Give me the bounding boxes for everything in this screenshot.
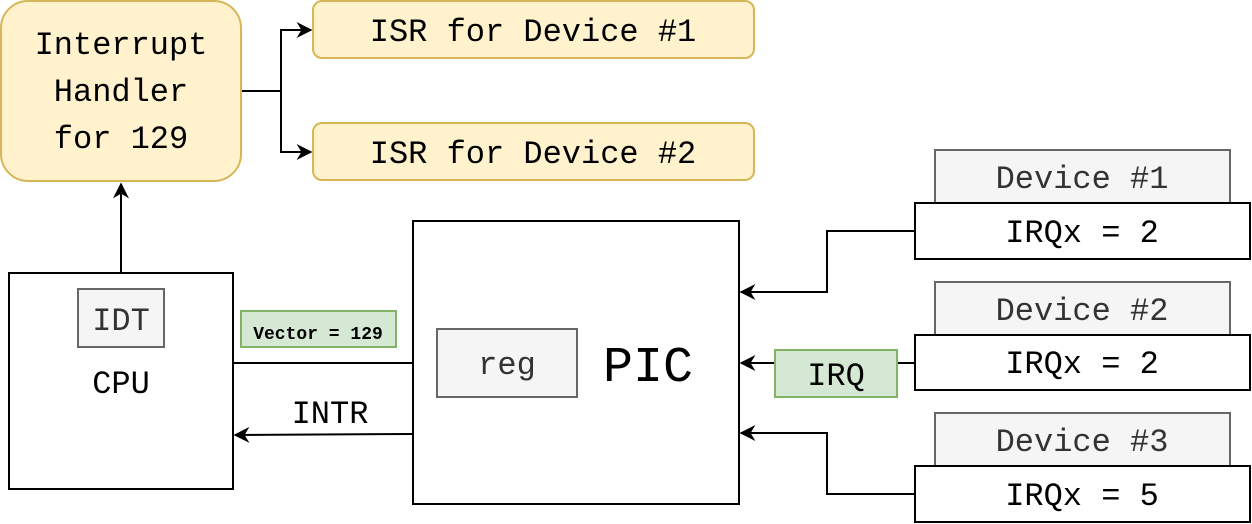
intr-label: INTR xyxy=(292,396,369,433)
device-1: Device #1 IRQx = 2 xyxy=(914,149,1251,260)
device-3-irq: IRQx = 5 xyxy=(1005,478,1159,515)
pic-label: PIC xyxy=(603,340,693,397)
isr-device-2-label: ISR for Device #2 xyxy=(370,136,696,173)
interrupt-handler-box: Interrupt Handler for 129 xyxy=(0,0,242,182)
device-2-irq: IRQx = 2 xyxy=(1005,346,1159,383)
edge-handler-to-isr1 xyxy=(242,22,313,92)
edge-device1-to-pic xyxy=(739,230,915,300)
reg-label: reg xyxy=(478,347,536,384)
device-2-name: Device #2 xyxy=(996,293,1169,330)
irq-text: IRQ xyxy=(807,358,865,395)
handler-line-1: Interrupt xyxy=(35,27,208,64)
device-2: Device #2 IRQx = 2 xyxy=(914,281,1251,391)
device-3: Device #3 IRQx = 5 xyxy=(914,412,1251,523)
vector-label: Vector = 129 xyxy=(240,310,397,348)
handler-line-2: Handler xyxy=(54,74,188,111)
pic-box: reg PIC xyxy=(412,220,740,505)
isr-device-2-box: ISR for Device #2 xyxy=(312,122,755,181)
device-1-name: Device #1 xyxy=(996,161,1169,198)
irq-label: IRQ xyxy=(774,349,898,398)
edge-handler-to-isr2 xyxy=(280,91,313,160)
device-3-name: Device #3 xyxy=(996,424,1169,461)
cpu-label: CPU xyxy=(92,366,150,403)
isr-device-1-label: ISR for Device #1 xyxy=(370,14,696,51)
handler-line-3: for 129 xyxy=(54,121,188,158)
isr-device-1-box: ISR for Device #1 xyxy=(312,0,755,59)
cpu-box: IDT CPU xyxy=(8,272,234,490)
edge-intr-pic-to-cpu xyxy=(233,426,414,443)
vector-text: Vector = 129 xyxy=(253,325,383,345)
edge-device3-to-pic xyxy=(739,425,915,495)
reg-box xyxy=(436,328,578,398)
device-1-irq: IRQx = 2 xyxy=(1005,215,1159,252)
idt-label: IDT xyxy=(92,303,150,340)
idt-box xyxy=(77,288,165,348)
